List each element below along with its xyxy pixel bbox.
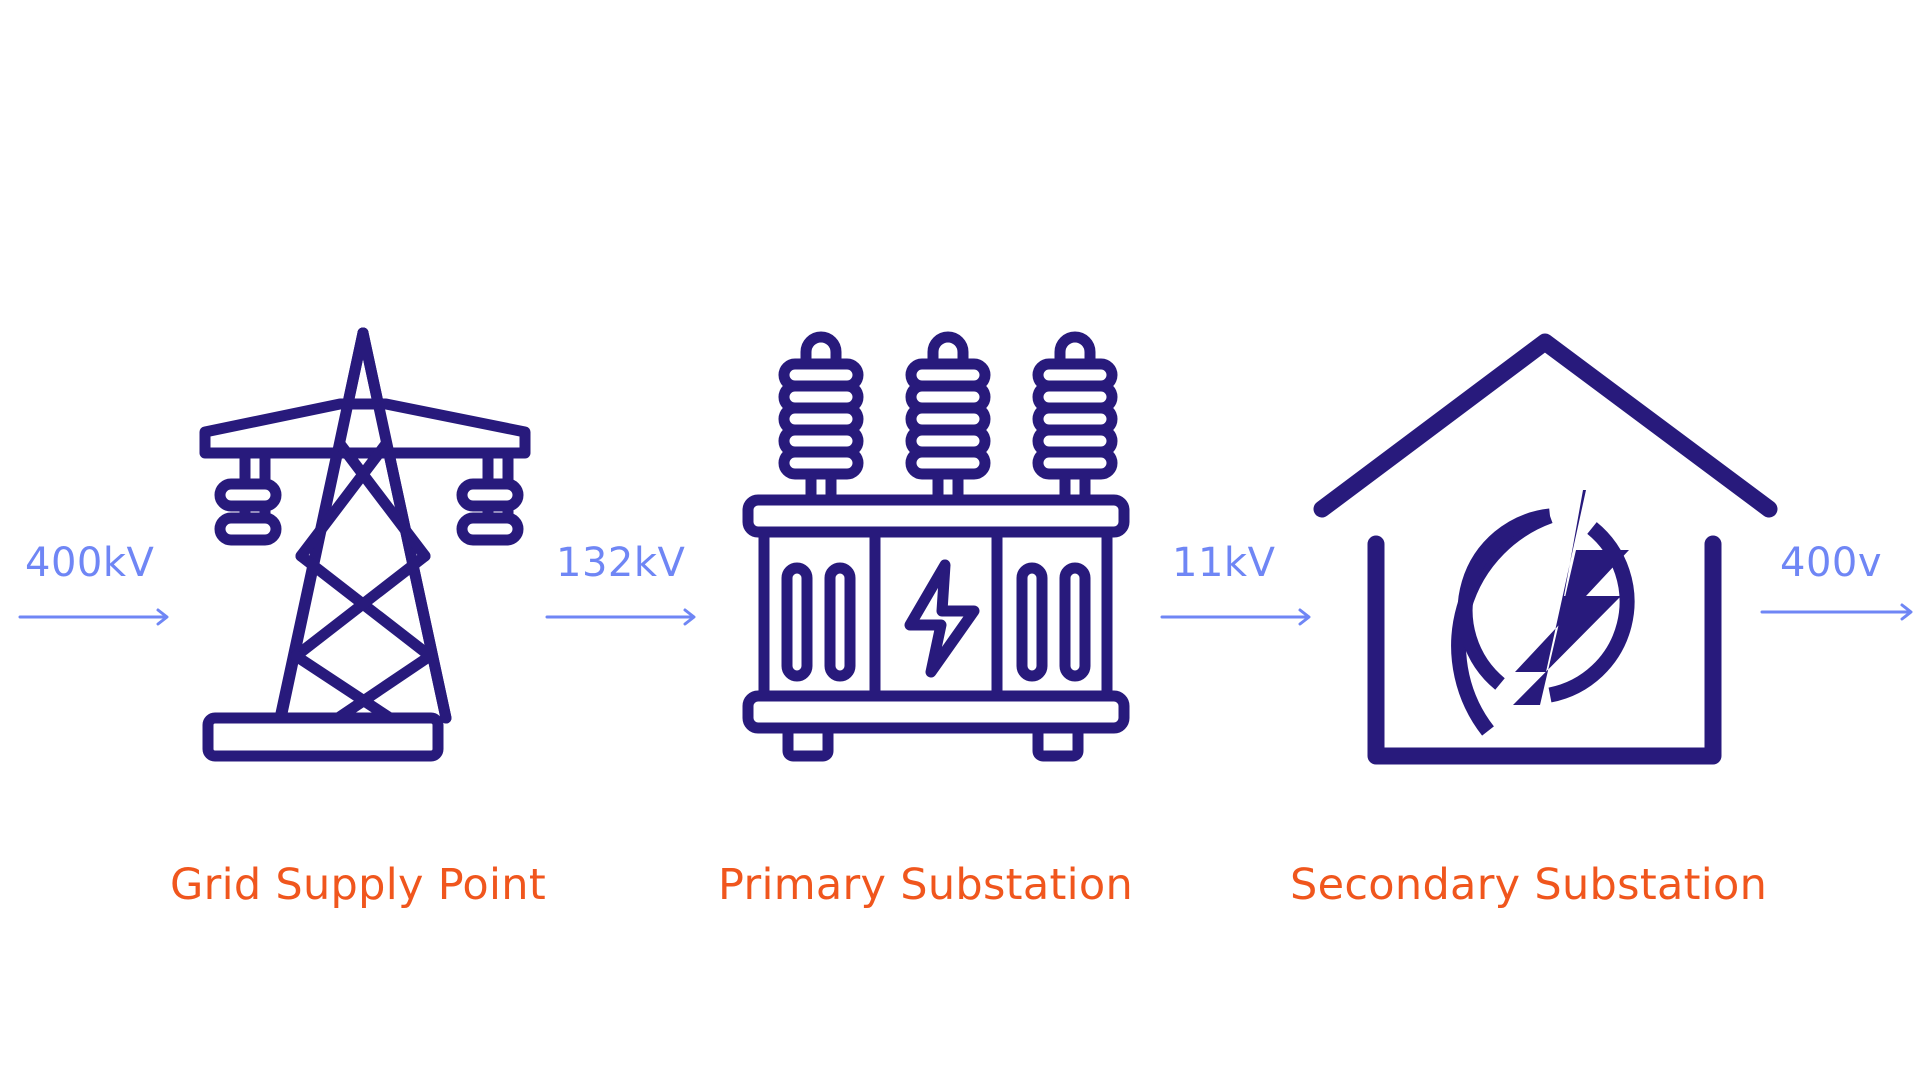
stage-label-grid-supply-point: Grid Supply Point: [170, 860, 546, 910]
transformer-icon: [742, 331, 1130, 762]
bushing-middle: [905, 331, 991, 516]
voltage-label-400v: 400v: [1780, 540, 1883, 586]
voltage-label-132kv: 132kV: [556, 540, 686, 586]
arrow-right-icon: [1160, 608, 1311, 626]
power-cycle-icon: [1451, 490, 1635, 736]
house-power-icon: [1313, 333, 1778, 765]
bushing-left: [778, 331, 864, 516]
arrow-right-icon: [18, 608, 169, 626]
voltage-label-400kv: 400kV: [25, 540, 155, 586]
bushing-right: [1032, 331, 1118, 516]
voltage-label-11kv: 11kV: [1172, 540, 1276, 586]
stage-label-secondary-substation: Secondary Substation: [1290, 860, 1768, 910]
transmission-tower-icon: [199, 327, 531, 762]
stage-label-primary-substation: Primary Substation: [718, 860, 1134, 910]
arrow-right-icon: [1760, 603, 1913, 621]
arrow-right-icon: [545, 608, 696, 626]
